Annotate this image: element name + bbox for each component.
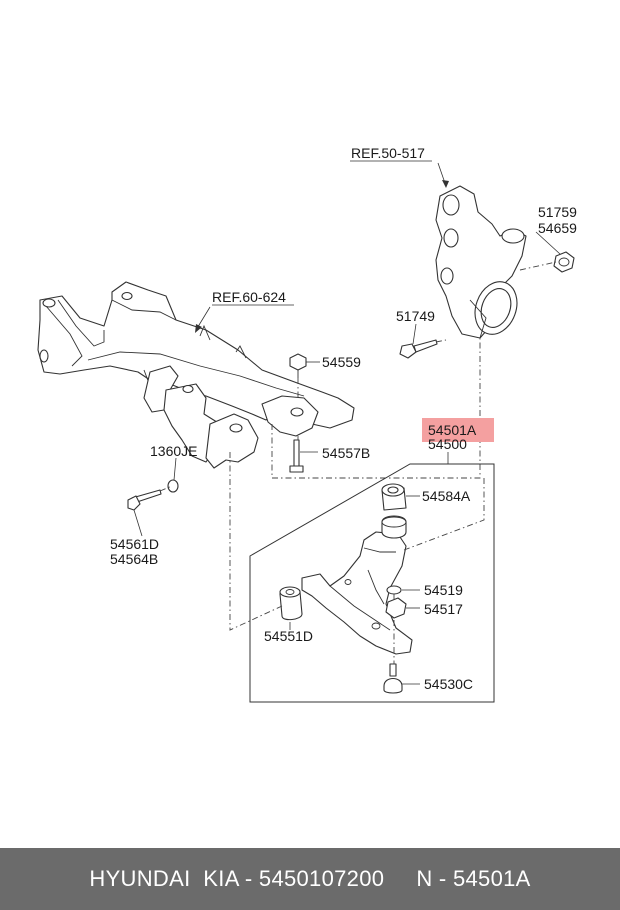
nut-54559 [289, 353, 307, 378]
nut-51759 [553, 251, 575, 273]
assembly-frame-54500 [249, 463, 495, 703]
ball-joint-54530C [383, 663, 403, 694]
assembly-lines [159, 261, 557, 664]
leader-lines [133, 160, 561, 685]
label-1360JE: 1360JE [150, 443, 197, 459]
washer-54519 [386, 585, 402, 595]
highlight-54501A [422, 418, 494, 442]
bolt-54561D [127, 489, 162, 511]
label-54564B: 54564B [110, 551, 158, 567]
label-54501A: 54501A [428, 422, 477, 438]
label-54500: 54500 [428, 436, 467, 452]
bushing-54584A [381, 483, 407, 539]
label-ref-subframe: REF.60-624 [212, 289, 286, 305]
subframe [37, 281, 355, 469]
label-54659: 54659 [538, 220, 577, 236]
label-54519: 54519 [424, 582, 463, 598]
label-ref-knuckle: REF.50-517 [351, 145, 425, 161]
label-54584A: 54584A [422, 488, 471, 504]
label-51759: 51759 [538, 204, 577, 220]
label-51749: 51749 [396, 308, 435, 324]
label-54559: 54559 [322, 354, 361, 370]
bolt-51749 [399, 339, 438, 359]
bolt-54557B [289, 439, 304, 473]
steering-knuckle [435, 185, 527, 339]
part-number-footer: HYUNDAI KIA - 5450107200 N - 54501A [0, 848, 620, 910]
washer-1360JE [167, 479, 179, 493]
label-54517: 54517 [424, 601, 463, 617]
bushing-54551D [279, 586, 303, 621]
label-54530C: 54530C [424, 676, 473, 692]
nut-54517 [385, 597, 407, 619]
label-54551D: 54551D [264, 628, 313, 644]
label-54557B: 54557B [322, 445, 370, 461]
label-54561D: 54561D [110, 536, 159, 552]
parts-diagram: REF.50-517 REF.60-624 51759 54659 51749 … [37, 145, 577, 703]
lower-control-arm [301, 531, 413, 655]
